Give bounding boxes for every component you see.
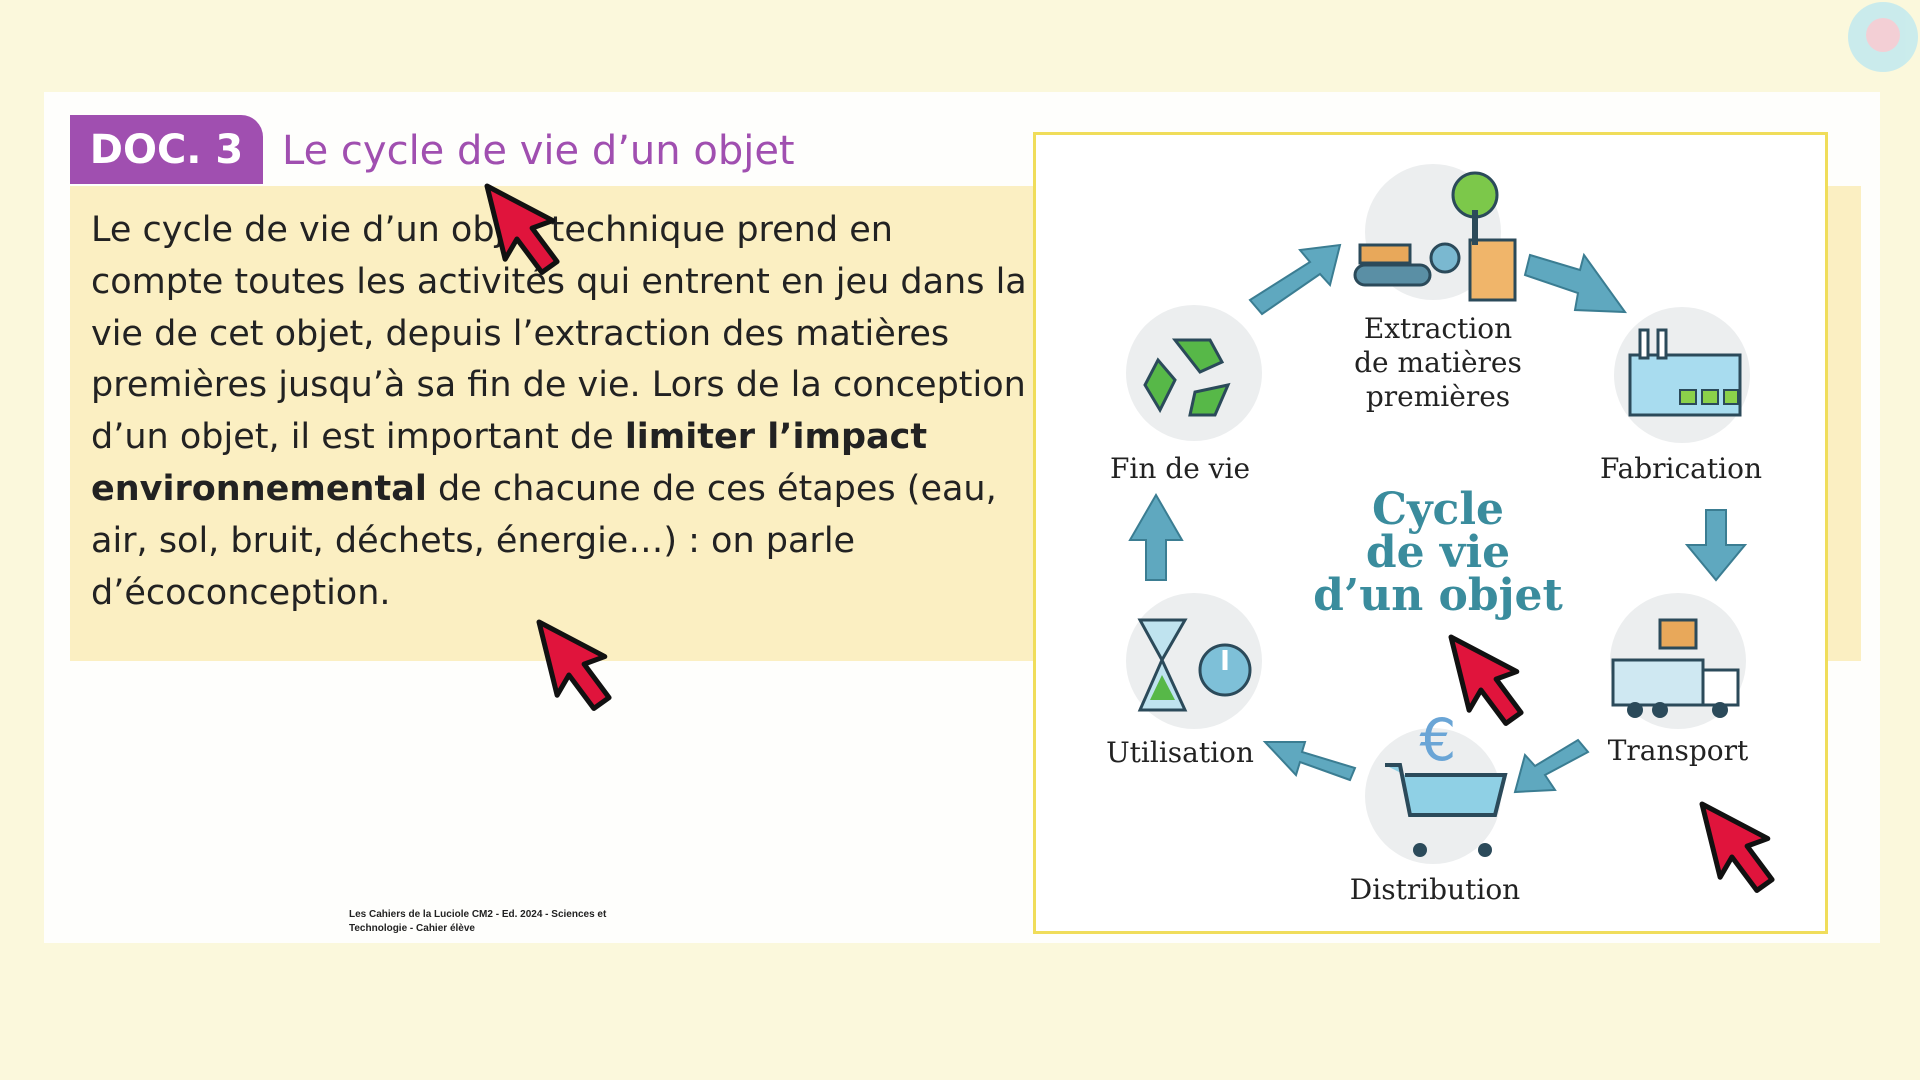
source-credit: Les Cahiers de la Luciole CM2 - Ed. 2024… xyxy=(349,908,606,936)
credit-line: Technologie - Cahier élève xyxy=(349,923,475,934)
brain-logo-icon[interactable] xyxy=(1848,2,1918,72)
doc-badge: DOC. 3 xyxy=(70,115,263,184)
doc-title: Le cycle de vie d’un objet xyxy=(282,128,795,174)
step-fabrication: Fabrication xyxy=(1600,452,1762,485)
step-fin-de-vie: Fin de vie xyxy=(1109,452,1251,485)
step-distribution: Distribution xyxy=(1349,873,1521,906)
paragraph-text-end: de chacune de ces étapes (eau, air, sol,… xyxy=(91,468,997,613)
credit-line: Les Cahiers de la Luciole CM2 - Ed. 2024… xyxy=(349,909,607,920)
paragraph-bold: limiter l’impact environnemental xyxy=(91,417,928,509)
doc-paragraph: Le cycle de vie d’un objet technique pre… xyxy=(91,205,1031,619)
step-utilisation: Utilisation xyxy=(1106,736,1254,769)
step-transport: Transport xyxy=(1607,734,1749,767)
